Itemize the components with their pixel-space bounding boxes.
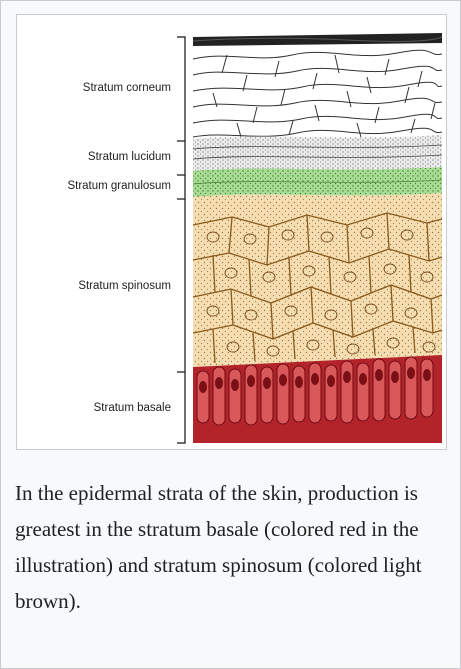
layer-corneum — [193, 33, 442, 137]
label-stratum-corneum: Stratum corneum — [83, 82, 171, 94]
layer-basale — [193, 355, 442, 443]
layer-spinosum — [193, 193, 442, 367]
figure-caption: In the epidermal strata of the skin, pro… — [15, 475, 447, 619]
layer-lucidum — [193, 135, 442, 171]
label-stratum-lucidum: Stratum lucidum — [88, 151, 171, 163]
label-stratum-spinosum: Stratum spinosum — [78, 280, 171, 292]
label-stratum-granulosum: Stratum granulosum — [67, 180, 171, 192]
label-stratum-basale: Stratum basale — [94, 402, 171, 414]
epidermis-illustration[interactable]: Stratum corneum Stratum lucidum Stratum … — [16, 14, 447, 450]
layer-brackets — [177, 37, 185, 443]
epidermis-drawing — [17, 15, 446, 449]
layer-granulosum — [193, 167, 442, 197]
